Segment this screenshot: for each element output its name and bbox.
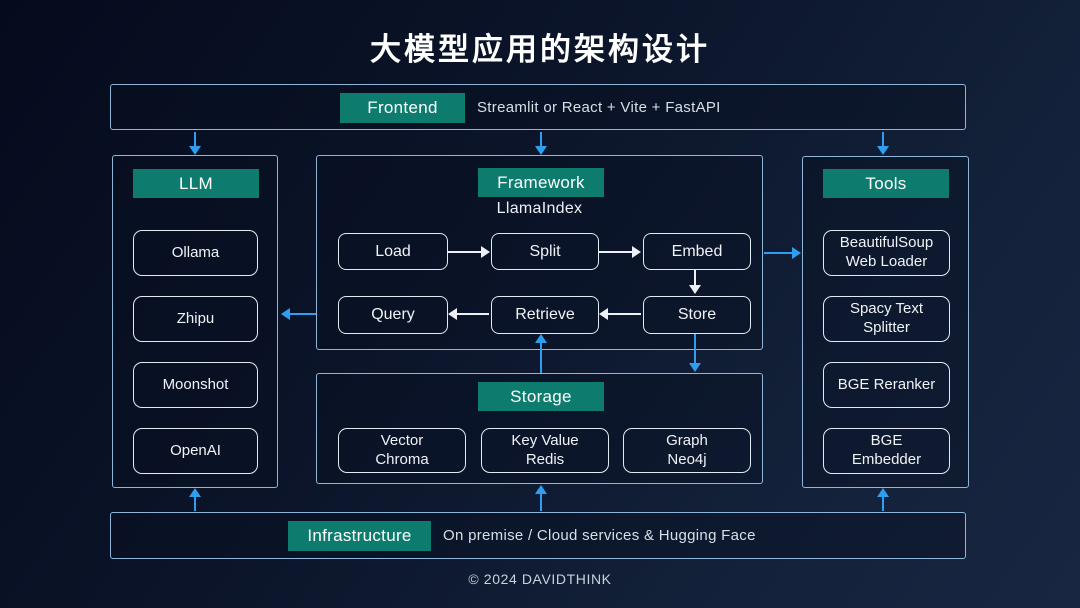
llm-panel: LLM Ollama Zhipu Moonshot OpenAI	[112, 155, 278, 488]
framework-node-query: Query	[338, 296, 448, 334]
tools-item-bge-embedder: BGE Embedder	[823, 428, 950, 474]
frontend-description: Streamlit or React + Vite + FastAPI	[477, 98, 721, 116]
arrow-embed-to-store-icon	[694, 270, 696, 285]
arrow-retrieve-to-query-icon	[457, 313, 489, 315]
tools-badge: Tools	[823, 169, 949, 198]
llm-item-ollama: Ollama	[133, 230, 258, 276]
copyright-text: © 2024 DAVIDTHINK	[468, 571, 612, 587]
framework-panel: Framework LlamaIndex Load Split Embed Qu…	[316, 155, 763, 350]
tools-item-spacy-splitter: Spacy Text Splitter	[823, 296, 950, 342]
arrow-framework-to-llm-icon	[290, 313, 316, 315]
framework-node-split: Split	[491, 233, 599, 270]
tools-item-beautifulsoup: BeautifulSoup Web Loader	[823, 230, 950, 276]
arrow-infrastructure-to-tools-icon	[882, 497, 884, 511]
arrow-store-to-storage-icon	[694, 334, 696, 363]
framework-node-load: Load	[338, 233, 448, 270]
infrastructure-badge: Infrastructure	[288, 521, 431, 551]
llm-item-moonshot: Moonshot	[133, 362, 258, 408]
arrow-load-to-split-icon	[448, 251, 481, 253]
arrow-frontend-to-tools-icon	[882, 132, 884, 146]
frontend-panel: Frontend Streamlit or React + Vite + Fas…	[110, 84, 966, 130]
llm-item-zhipu: Zhipu	[133, 296, 258, 342]
framework-subtitle: LlamaIndex	[496, 200, 583, 217]
framework-node-store: Store	[643, 296, 751, 334]
storage-item-graph-neo4j: Graph Neo4j	[623, 428, 751, 473]
llm-item-openai: OpenAI	[133, 428, 258, 474]
arrow-frontend-to-llm-icon	[194, 132, 196, 146]
arrow-framework-to-tools-icon	[764, 252, 792, 254]
infrastructure-panel: Infrastructure On premise / Cloud servic…	[110, 512, 966, 559]
storage-item-keyvalue-redis: Key Value Redis	[481, 428, 609, 473]
arrow-store-to-retrieve-icon	[608, 313, 641, 315]
storage-panel: Storage Vector Chroma Key Value Redis Gr…	[316, 373, 763, 484]
arrow-infrastructure-to-llm-icon	[194, 497, 196, 511]
page-title: 大模型应用的架构设计	[370, 32, 710, 67]
framework-node-retrieve: Retrieve	[491, 296, 599, 334]
tools-item-bge-reranker: BGE Reranker	[823, 362, 950, 408]
infrastructure-description: On premise / Cloud services & Hugging Fa…	[443, 527, 756, 544]
frontend-badge: Frontend	[340, 93, 465, 123]
arrow-split-to-embed-icon	[599, 251, 632, 253]
framework-node-embed: Embed	[643, 233, 751, 270]
arrow-frontend-to-framework-icon	[540, 132, 542, 146]
tools-panel: Tools BeautifulSoup Web Loader Spacy Tex…	[802, 156, 969, 488]
storage-badge: Storage	[478, 382, 604, 411]
framework-badge: Framework	[478, 168, 604, 197]
storage-item-vector-chroma: Vector Chroma	[338, 428, 466, 473]
arrow-storage-to-retrieve-icon	[540, 343, 542, 373]
llm-badge: LLM	[133, 169, 259, 198]
arrow-infrastructure-to-storage-icon	[540, 494, 542, 511]
